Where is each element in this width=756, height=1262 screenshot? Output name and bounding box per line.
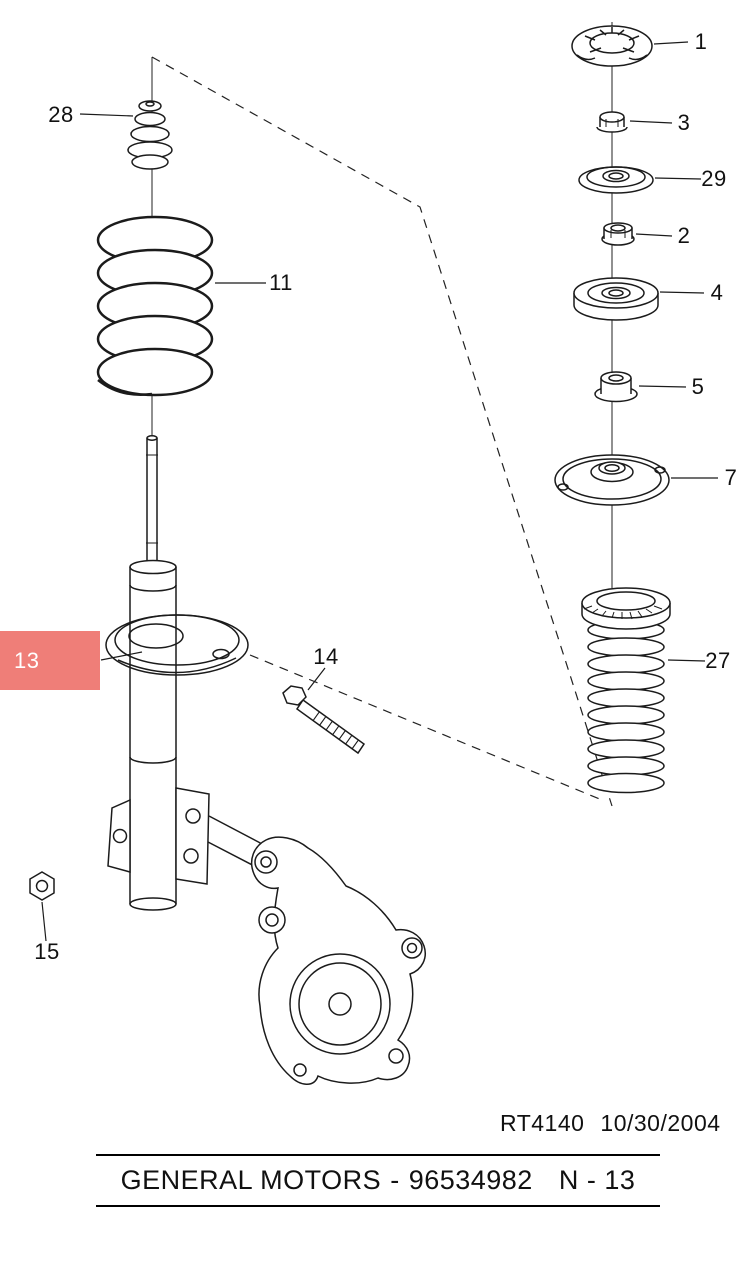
part-7-upper-spring-seat xyxy=(554,454,670,506)
part-27-dust-boot xyxy=(581,587,671,794)
part-29-spring-seat-washer xyxy=(578,166,654,194)
part-4-strut-mount xyxy=(573,277,659,321)
callout-13[interactable]: 13 xyxy=(14,647,40,673)
part-1-strut-cap xyxy=(571,25,653,67)
axis-lines xyxy=(151,22,613,588)
part-28-bump-stop xyxy=(127,100,173,170)
callout-15[interactable]: 15 xyxy=(34,939,60,964)
callout-27[interactable]: 27 xyxy=(705,648,731,673)
part-11-coil-spring xyxy=(96,215,214,397)
callout-13-highlight[interactable]: 13 xyxy=(0,631,100,690)
callout-29[interactable]: 29 xyxy=(701,166,727,191)
strut-body xyxy=(107,435,267,911)
callout-3[interactable]: 3 xyxy=(677,110,691,135)
callout-7[interactable]: 7 xyxy=(724,465,738,490)
steering-knuckle xyxy=(250,836,426,1085)
callout-4[interactable]: 4 xyxy=(710,280,724,305)
callout-11[interactable]: 11 xyxy=(269,270,293,295)
callout-5[interactable]: 5 xyxy=(691,374,705,399)
callout-2[interactable]: 2 xyxy=(677,223,691,248)
part-15-nut xyxy=(29,871,55,901)
part-14-bolt xyxy=(282,685,366,755)
part-2-nut xyxy=(601,222,635,246)
callout-1[interactable]: 1 xyxy=(694,29,708,54)
alignment-dashed-lines xyxy=(151,56,613,807)
part-3-nut xyxy=(596,111,628,133)
part-13-lower-spring-seat xyxy=(105,614,249,676)
callout-14[interactable]: 14 xyxy=(313,644,339,669)
callout-28[interactable]: 28 xyxy=(48,102,74,127)
callout-leader-lines xyxy=(41,41,718,942)
part-5-bushing xyxy=(594,371,638,403)
